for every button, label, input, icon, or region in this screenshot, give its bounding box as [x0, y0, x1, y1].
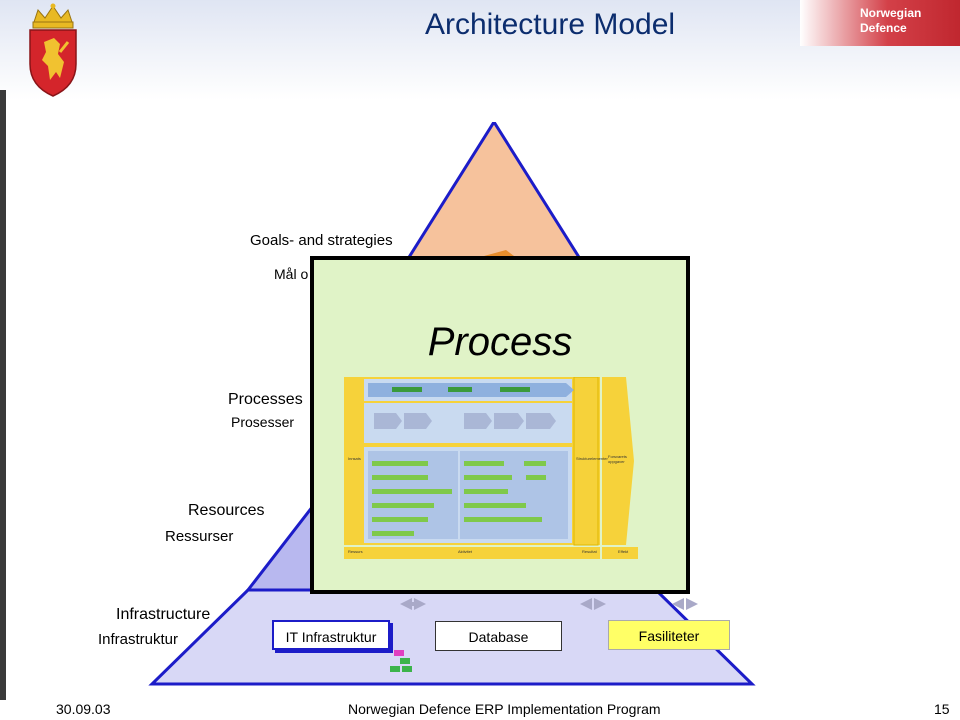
- process-side-label-oppgaver: Forsvarets oppgaver: [608, 454, 627, 464]
- infrastructure-label-no: Infrastruktur: [98, 631, 179, 648]
- process-bottom-label-ressurs: Ressurs: [348, 549, 363, 554]
- footer-date: 30.09.03: [56, 701, 111, 717]
- fasiliteter-box: Fasiliteter: [608, 620, 730, 650]
- processes-label-en: Processes: [228, 391, 303, 408]
- footer-page-number: 15: [934, 701, 950, 717]
- brand-line-1: Norwegian: [860, 6, 922, 20]
- it-infrastructure-box: IT Infrastruktur: [272, 620, 390, 650]
- goals-label-no: Mål o: [274, 266, 309, 282]
- pyramid-goals-layer: [403, 122, 585, 264]
- footer-program: Norwegian Defence ERP Implementation Pro…: [348, 701, 661, 717]
- page-title: Architecture Model: [424, 8, 676, 41]
- infra-arrows: [400, 598, 698, 610]
- resources-label-no: Ressurser: [165, 528, 234, 545]
- infrastructure-label-en: Infrastructure: [116, 606, 211, 623]
- processes-label-no: Prosesser: [231, 414, 295, 430]
- process-panel: Process: [310, 256, 690, 594]
- process-flow-diagram: [344, 377, 638, 559]
- process-side-label-innsats: Innsats: [348, 456, 361, 461]
- brand-line-2: Defence: [860, 21, 907, 35]
- goals-label-en: Goals- and strategies: [250, 232, 393, 249]
- process-bottom-label-effekt: Effekt: [618, 549, 629, 554]
- resources-label-en: Resources: [188, 502, 265, 519]
- process-title: Process: [427, 320, 573, 364]
- brand-logo-text: Norwegian Defence: [860, 6, 921, 36]
- slide-footer: 30.09.03 Norwegian Defence ERP Implement…: [0, 698, 960, 720]
- process-bottom-label-aktivitet: Aktivitet: [458, 549, 473, 554]
- process-bottom-label-resultat: Resultat: [582, 549, 597, 554]
- database-box: Database: [435, 621, 562, 651]
- process-activity-bars: [372, 461, 546, 536]
- brand-banner: [800, 0, 960, 46]
- process-side-label-strukturelementer: Strukturelementer: [576, 456, 608, 461]
- slide-left-border: [0, 90, 6, 700]
- coat-of-arms-icon: [29, 3, 77, 97]
